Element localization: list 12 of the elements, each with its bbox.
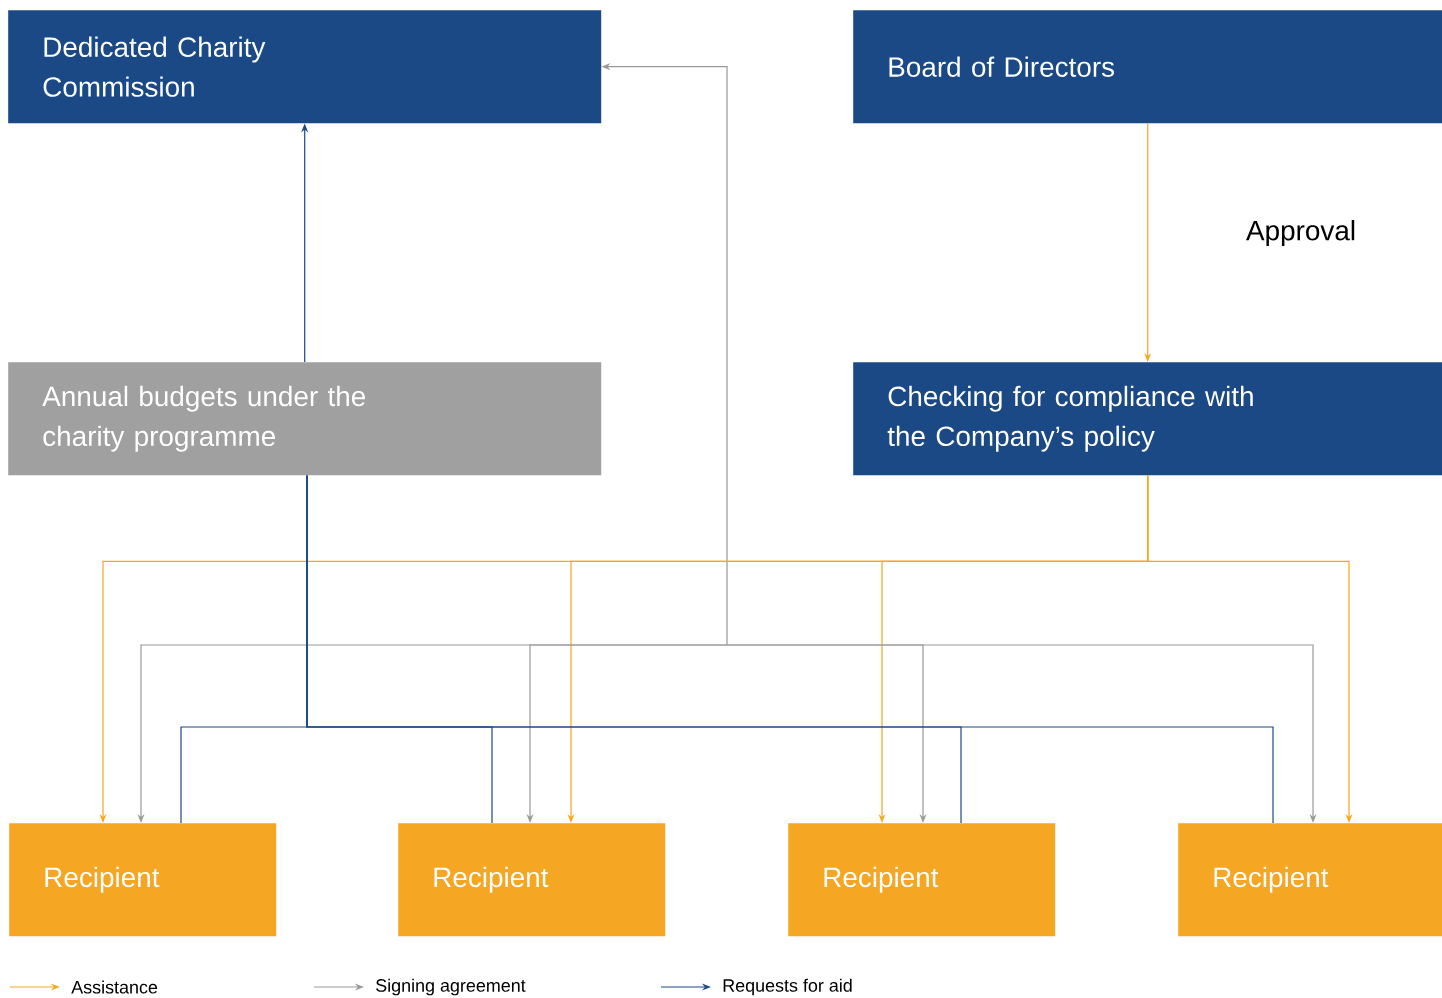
edge-label: Approval: [1246, 220, 1355, 246]
legend-text: Signing agreement: [376, 978, 526, 996]
compliance-box: Checking for compliance with the Company’s policy: [853, 362, 1442, 476]
commission-box: Dedicated Charity Commission: [8, 10, 602, 124]
legend-text: Assistance: [71, 980, 158, 994]
recipient-box: Recipient: [788, 823, 1056, 937]
board-box: Board of Directors: [853, 10, 1442, 124]
recipient-box: Recipient: [9, 823, 277, 937]
legend-text: Requests for aid: [723, 978, 852, 996]
budget-box: Annual budgets under the charity programme: [8, 362, 602, 476]
recipient-box: Recipient: [1178, 823, 1442, 937]
recipient-box: Recipient: [398, 823, 666, 937]
